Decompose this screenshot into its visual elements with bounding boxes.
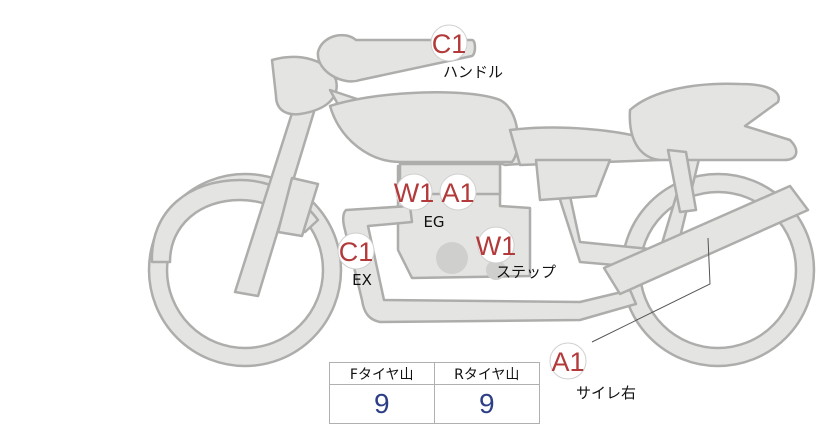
marker-side-cover-right[interactable]: A1 サイレ右 xyxy=(549,342,636,402)
marker-eg-a-grade: A1 xyxy=(441,178,474,208)
marker-handle[interactable]: C1 ハンドル xyxy=(430,24,503,81)
marker-side-cover-right-grade: A1 xyxy=(551,347,584,377)
front-tire-header: Fタイヤ山 xyxy=(330,363,435,385)
marker-handle-label: ハンドル xyxy=(443,63,503,81)
marker-eg-label: EG xyxy=(423,213,444,231)
marker-ex-label: EX xyxy=(352,271,372,289)
rear-tire-value: 9 xyxy=(478,388,495,419)
step-peg xyxy=(486,260,506,280)
marker-handle-grade: C1 xyxy=(432,29,467,59)
fuel-tank xyxy=(328,91,520,164)
marker-side-cover-right-label: サイレ右 xyxy=(576,384,636,402)
marker-step[interactable]: W1 ステップ xyxy=(476,226,556,281)
muffler xyxy=(602,184,810,296)
tail-cowl xyxy=(628,82,798,162)
headlight xyxy=(270,55,338,116)
marker-ex[interactable]: C1 EX xyxy=(337,232,375,289)
engine-cover xyxy=(436,242,468,274)
rear-tire-header: Rタイヤ山 xyxy=(434,363,539,385)
rear-shock xyxy=(666,148,698,214)
marker-eg-w-grade: W1 xyxy=(394,178,435,208)
leader-line xyxy=(591,237,711,343)
marker-ex-grade: C1 xyxy=(339,237,374,267)
marker-step-grade: W1 xyxy=(476,231,517,261)
tire-depth-table: Fタイヤ山 Rタイヤ山 9 9 xyxy=(329,362,540,424)
marker-eg-a[interactable]: A1 EG xyxy=(423,173,477,231)
front-tire-value: 9 xyxy=(330,385,435,423)
marker-eg-w[interactable]: W1 xyxy=(394,173,435,211)
exhaust-pipe xyxy=(341,204,638,324)
side-cover xyxy=(534,158,612,202)
marker-step-label: ステップ xyxy=(496,263,556,281)
